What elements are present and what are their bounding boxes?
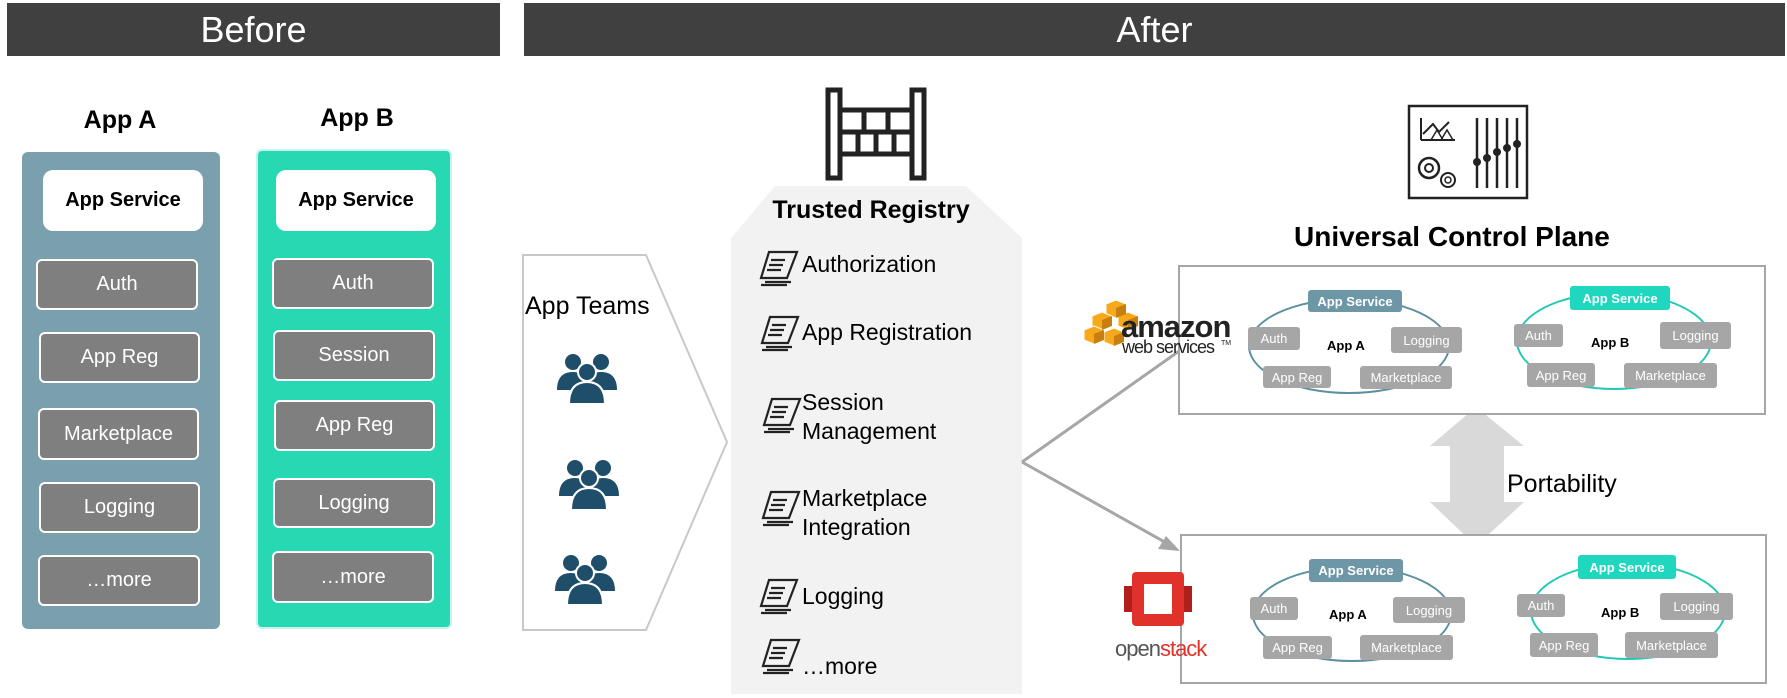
- openstack-logo-open: open: [1115, 636, 1161, 661]
- registry-item: …more: [802, 653, 878, 679]
- cluster-app-label: App A: [1327, 338, 1365, 353]
- people-group-icon: [559, 460, 619, 510]
- registry-item: Authorization: [802, 251, 937, 277]
- cluster-app-label: App B: [1591, 335, 1630, 350]
- app-a-service-box: App Service: [43, 170, 203, 231]
- cluster-module-chip: App Reg: [1263, 366, 1331, 388]
- openstack-logo-icon: [1124, 572, 1192, 626]
- cluster-service-chip: App Service: [1308, 290, 1402, 312]
- registry-title: Trusted Registry: [772, 196, 970, 224]
- registry-item: Marketplace Integration: [802, 485, 928, 540]
- cluster-module-chip: App Reg: [1263, 636, 1332, 659]
- cluster-module-chip: Auth: [1250, 597, 1298, 620]
- app-teams-label: App Teams: [525, 292, 650, 320]
- cluster-service-chip: App Service: [1578, 555, 1676, 579]
- after-banner: After: [524, 3, 1785, 56]
- people-group-icon: [555, 555, 615, 605]
- aws-logo-tm: TM: [1221, 340, 1232, 347]
- cluster-module-chip: Logging: [1660, 593, 1733, 620]
- connector-arrowhead: [1158, 536, 1180, 551]
- aws-logo-icon: [1083, 299, 1139, 347]
- cluster-module-chip: Auth: [1517, 594, 1565, 617]
- cluster-module-chip: Logging: [1660, 322, 1731, 349]
- cluster-module-chip: Marketplace: [1625, 632, 1718, 658]
- cluster-module-chip: App Reg: [1527, 363, 1595, 387]
- registry-item: Session Management: [802, 389, 937, 444]
- app-b-module: App Reg: [274, 400, 435, 451]
- cluster-app-label: App B: [1601, 605, 1640, 620]
- cluster-module-chip: Logging: [1391, 327, 1462, 353]
- document-stack-icon: [762, 397, 802, 434]
- before-banner: Before: [7, 3, 500, 56]
- cluster-service-chip: App Service: [1309, 559, 1403, 582]
- aws-logo-text: amazon: [1121, 309, 1231, 344]
- aws-logo-subtext: web services: [1122, 337, 1215, 357]
- control-panel-icon: [1407, 104, 1529, 200]
- app-b-module: Auth: [272, 258, 434, 309]
- cluster-module-chip: App Reg: [1530, 633, 1598, 657]
- cluster-module-chip: Marketplace: [1624, 363, 1717, 388]
- document-stack-icon: [759, 250, 799, 287]
- openstack-logo-stack: stack: [1159, 636, 1207, 661]
- app-a-title: App A: [83, 106, 157, 134]
- cluster-module-chip: Auth: [1514, 324, 1563, 347]
- document-stack-icon: [761, 638, 801, 675]
- app-a-module: Marketplace: [38, 408, 199, 460]
- cluster-app-label: App A: [1329, 607, 1367, 622]
- portability-label: Portability: [1507, 470, 1617, 498]
- teams-chevron: [522, 254, 729, 631]
- app-b-title: App B: [320, 104, 394, 132]
- app-a-column: [22, 152, 220, 629]
- app-b-module: Logging: [273, 478, 435, 528]
- ucp-title: Universal Control Plane: [1294, 221, 1610, 252]
- cluster-module-chip: Marketplace: [1360, 635, 1453, 660]
- app-a-module: Auth: [36, 259, 198, 310]
- app-b-module: Session: [273, 330, 435, 381]
- document-stack-icon: [759, 578, 799, 615]
- cluster-module-chip: Marketplace: [1360, 366, 1452, 389]
- portability-arrow: [1430, 407, 1524, 546]
- registry-item: App Registration: [802, 319, 973, 345]
- cluster-module-chip: Logging: [1393, 597, 1465, 623]
- app-b-service-box: App Service: [276, 170, 436, 231]
- document-stack-icon: [760, 315, 800, 352]
- app-a-module: …more: [38, 555, 200, 606]
- cluster-module-chip: Auth: [1248, 327, 1300, 350]
- openstack-logo-text: openstack: [1115, 636, 1207, 662]
- connector-line: [1021, 460, 1171, 547]
- app-b-module: …more: [272, 551, 434, 603]
- people-group-icon: [557, 354, 617, 404]
- connector-line: [1021, 340, 1193, 464]
- app-a-module: App Reg: [39, 332, 200, 383]
- cluster-service-chip: App Service: [1570, 286, 1670, 310]
- registry-rack-icon: [825, 87, 927, 181]
- app-a-module: Logging: [39, 482, 200, 533]
- document-stack-icon: [761, 490, 801, 527]
- registry-panel: [731, 186, 1022, 694]
- registry-item: Logging: [802, 583, 884, 609]
